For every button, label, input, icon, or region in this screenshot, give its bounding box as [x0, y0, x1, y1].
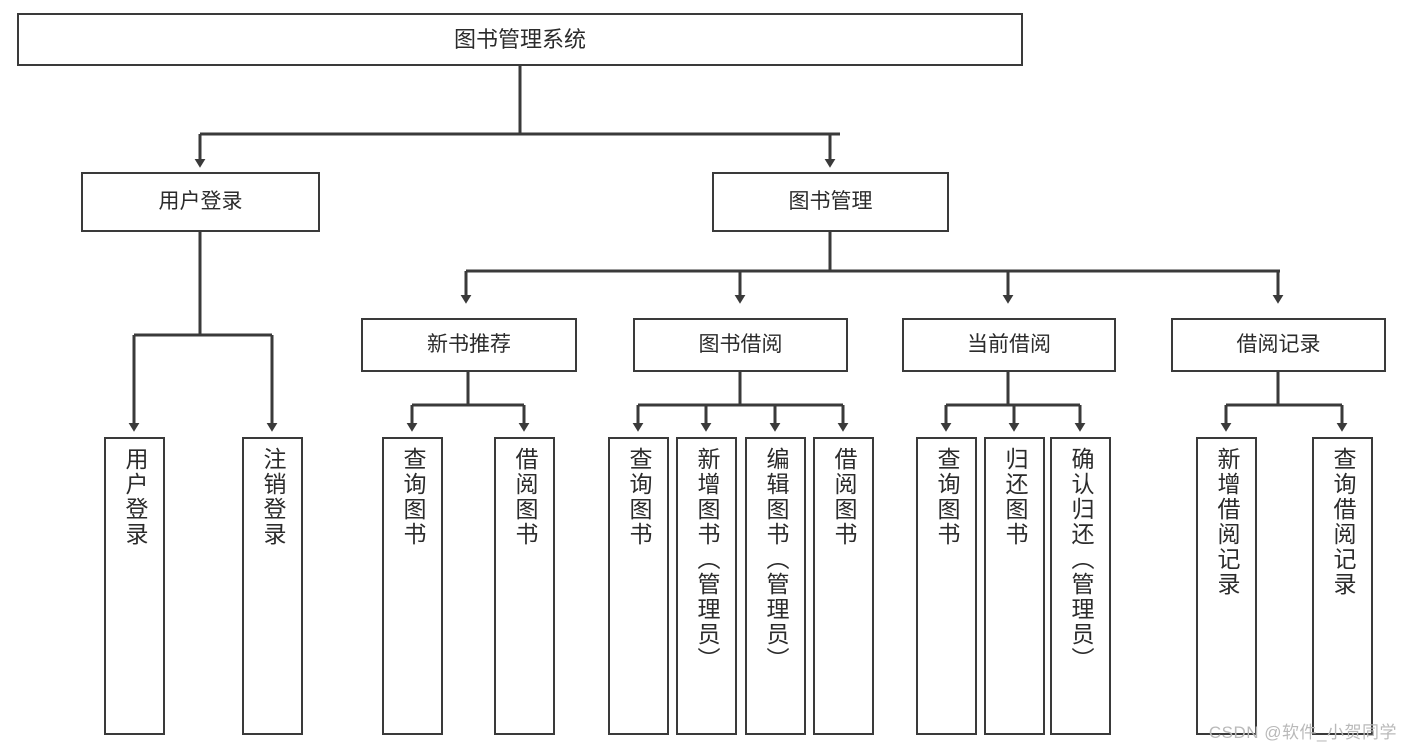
- node-label: 借阅图书: [512, 447, 538, 547]
- leaf-edit-book[interactable]: 编辑图书（管理员）: [745, 437, 806, 735]
- node-label: 注销登录: [260, 447, 286, 547]
- leaf-add-book[interactable]: 新增图书（管理员）: [676, 437, 737, 735]
- leaf-return-book[interactable]: 归还图书: [984, 437, 1045, 735]
- node-label: 借阅记录: [1236, 332, 1321, 356]
- node-label: 图书管理: [788, 189, 873, 213]
- node-label: 新增图书（管理员）: [694, 447, 720, 672]
- node-borrow-record[interactable]: 借阅记录: [1171, 318, 1386, 372]
- node-label: 图书借阅: [698, 332, 783, 356]
- node-new-book-recommend[interactable]: 新书推荐: [361, 318, 577, 372]
- node-label: 归还图书: [1002, 447, 1028, 547]
- node-label: 查询图书: [400, 447, 426, 547]
- node-label: 新增借阅记录: [1214, 447, 1240, 597]
- node-current-borrow[interactable]: 当前借阅: [902, 318, 1116, 372]
- node-label: 借阅图书: [831, 447, 857, 547]
- node-label: 确认归还（管理员）: [1068, 447, 1094, 672]
- leaf-borrow-book[interactable]: 借阅图书: [813, 437, 874, 735]
- node-label: 查询图书: [934, 447, 960, 547]
- node-label: 查询图书: [626, 447, 652, 547]
- node-root-system[interactable]: 图书管理系统: [17, 13, 1023, 66]
- node-label: 用户登录: [158, 189, 243, 213]
- leaf-borrow-book-recommend[interactable]: 借阅图书: [494, 437, 555, 735]
- leaf-add-borrow-record[interactable]: 新增借阅记录: [1196, 437, 1257, 735]
- leaf-confirm-return[interactable]: 确认归还（管理员）: [1050, 437, 1111, 735]
- node-label: 新书推荐: [427, 332, 511, 356]
- node-label: 用户登录: [122, 447, 148, 547]
- node-book-management[interactable]: 图书管理: [712, 172, 949, 232]
- node-label: 编辑图书（管理员）: [763, 447, 789, 672]
- leaf-query-borrow-record[interactable]: 查询借阅记录: [1312, 437, 1373, 735]
- leaf-query-book-recommend[interactable]: 查询图书: [382, 437, 443, 735]
- node-label: 当前借阅: [967, 332, 1051, 356]
- node-label: 查询借阅记录: [1330, 447, 1356, 597]
- node-book-borrow[interactable]: 图书借阅: [633, 318, 848, 372]
- leaf-logout-login[interactable]: 注销登录: [242, 437, 303, 735]
- node-label: 图书管理系统: [453, 26, 586, 52]
- leaf-query-book-borrow[interactable]: 查询图书: [608, 437, 669, 735]
- leaf-user-login[interactable]: 用户登录: [104, 437, 165, 735]
- leaf-query-book-current[interactable]: 查询图书: [916, 437, 977, 735]
- node-user-login[interactable]: 用户登录: [81, 172, 320, 232]
- csdn-watermark: CSDN @软件_小贺同学: [1208, 723, 1397, 742]
